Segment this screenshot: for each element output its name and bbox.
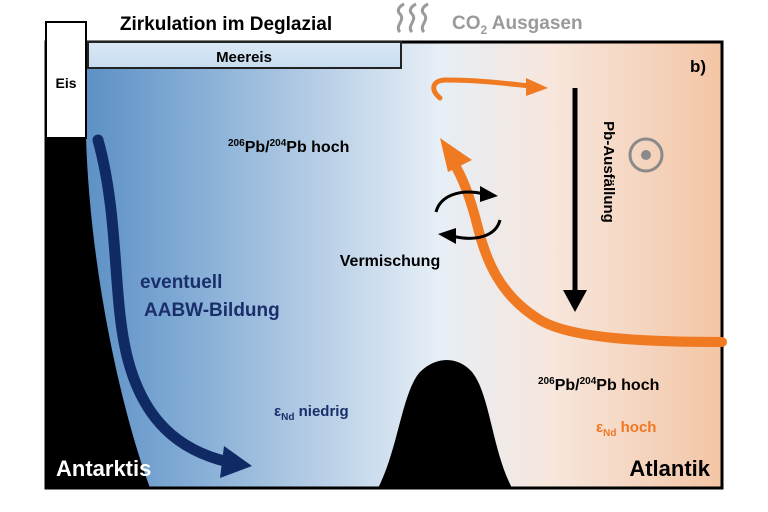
ocean-ridge bbox=[378, 360, 512, 488]
atlantic-inflow-arrow bbox=[447, 155, 727, 347]
nd-low-label: εNd niedrig bbox=[274, 403, 349, 423]
surface-flow-arrow bbox=[431, 77, 533, 101]
out-of-page-flow-icon bbox=[628, 137, 664, 173]
aabw-flow-arrow bbox=[92, 134, 234, 468]
co2-outgassing-icon bbox=[396, 2, 429, 34]
mixing-cycle-icon bbox=[434, 186, 502, 244]
nd-high-label: εNd hoch bbox=[596, 419, 656, 439]
pb-precipitation-label: Pb-Ausfällung bbox=[600, 121, 617, 223]
surface-flow-arrowhead bbox=[526, 78, 548, 96]
co2-outgassing-label: CO2 Ausgasen bbox=[452, 13, 583, 37]
aabw-label-line1: eventuell bbox=[140, 272, 222, 293]
panel-label: b) bbox=[690, 57, 706, 76]
aabw-arrowhead bbox=[220, 446, 252, 478]
region-antarctica-label: Antarktis bbox=[56, 456, 151, 481]
antarctic-continent bbox=[46, 138, 150, 488]
sea-ice-label: Meereis bbox=[216, 49, 272, 66]
region-atlantic-label: Atlantik bbox=[629, 456, 710, 481]
down-arrow-icon bbox=[563, 88, 587, 312]
diagram-title: Zirkulation im Deglazial bbox=[120, 14, 332, 35]
ice-label: Eis bbox=[55, 75, 76, 91]
pb-ratio-lower-label: 206Pb/204Pb hoch bbox=[538, 376, 659, 394]
atlantic-inflow-arrowhead bbox=[440, 138, 472, 172]
aabw-label-line2: AABW-Bildung bbox=[144, 300, 280, 321]
mixing-label: Vermischung bbox=[340, 253, 440, 270]
pb-ratio-upper-label: 206Pb/204Pb hoch bbox=[228, 138, 349, 156]
sea-ice bbox=[87, 41, 402, 69]
